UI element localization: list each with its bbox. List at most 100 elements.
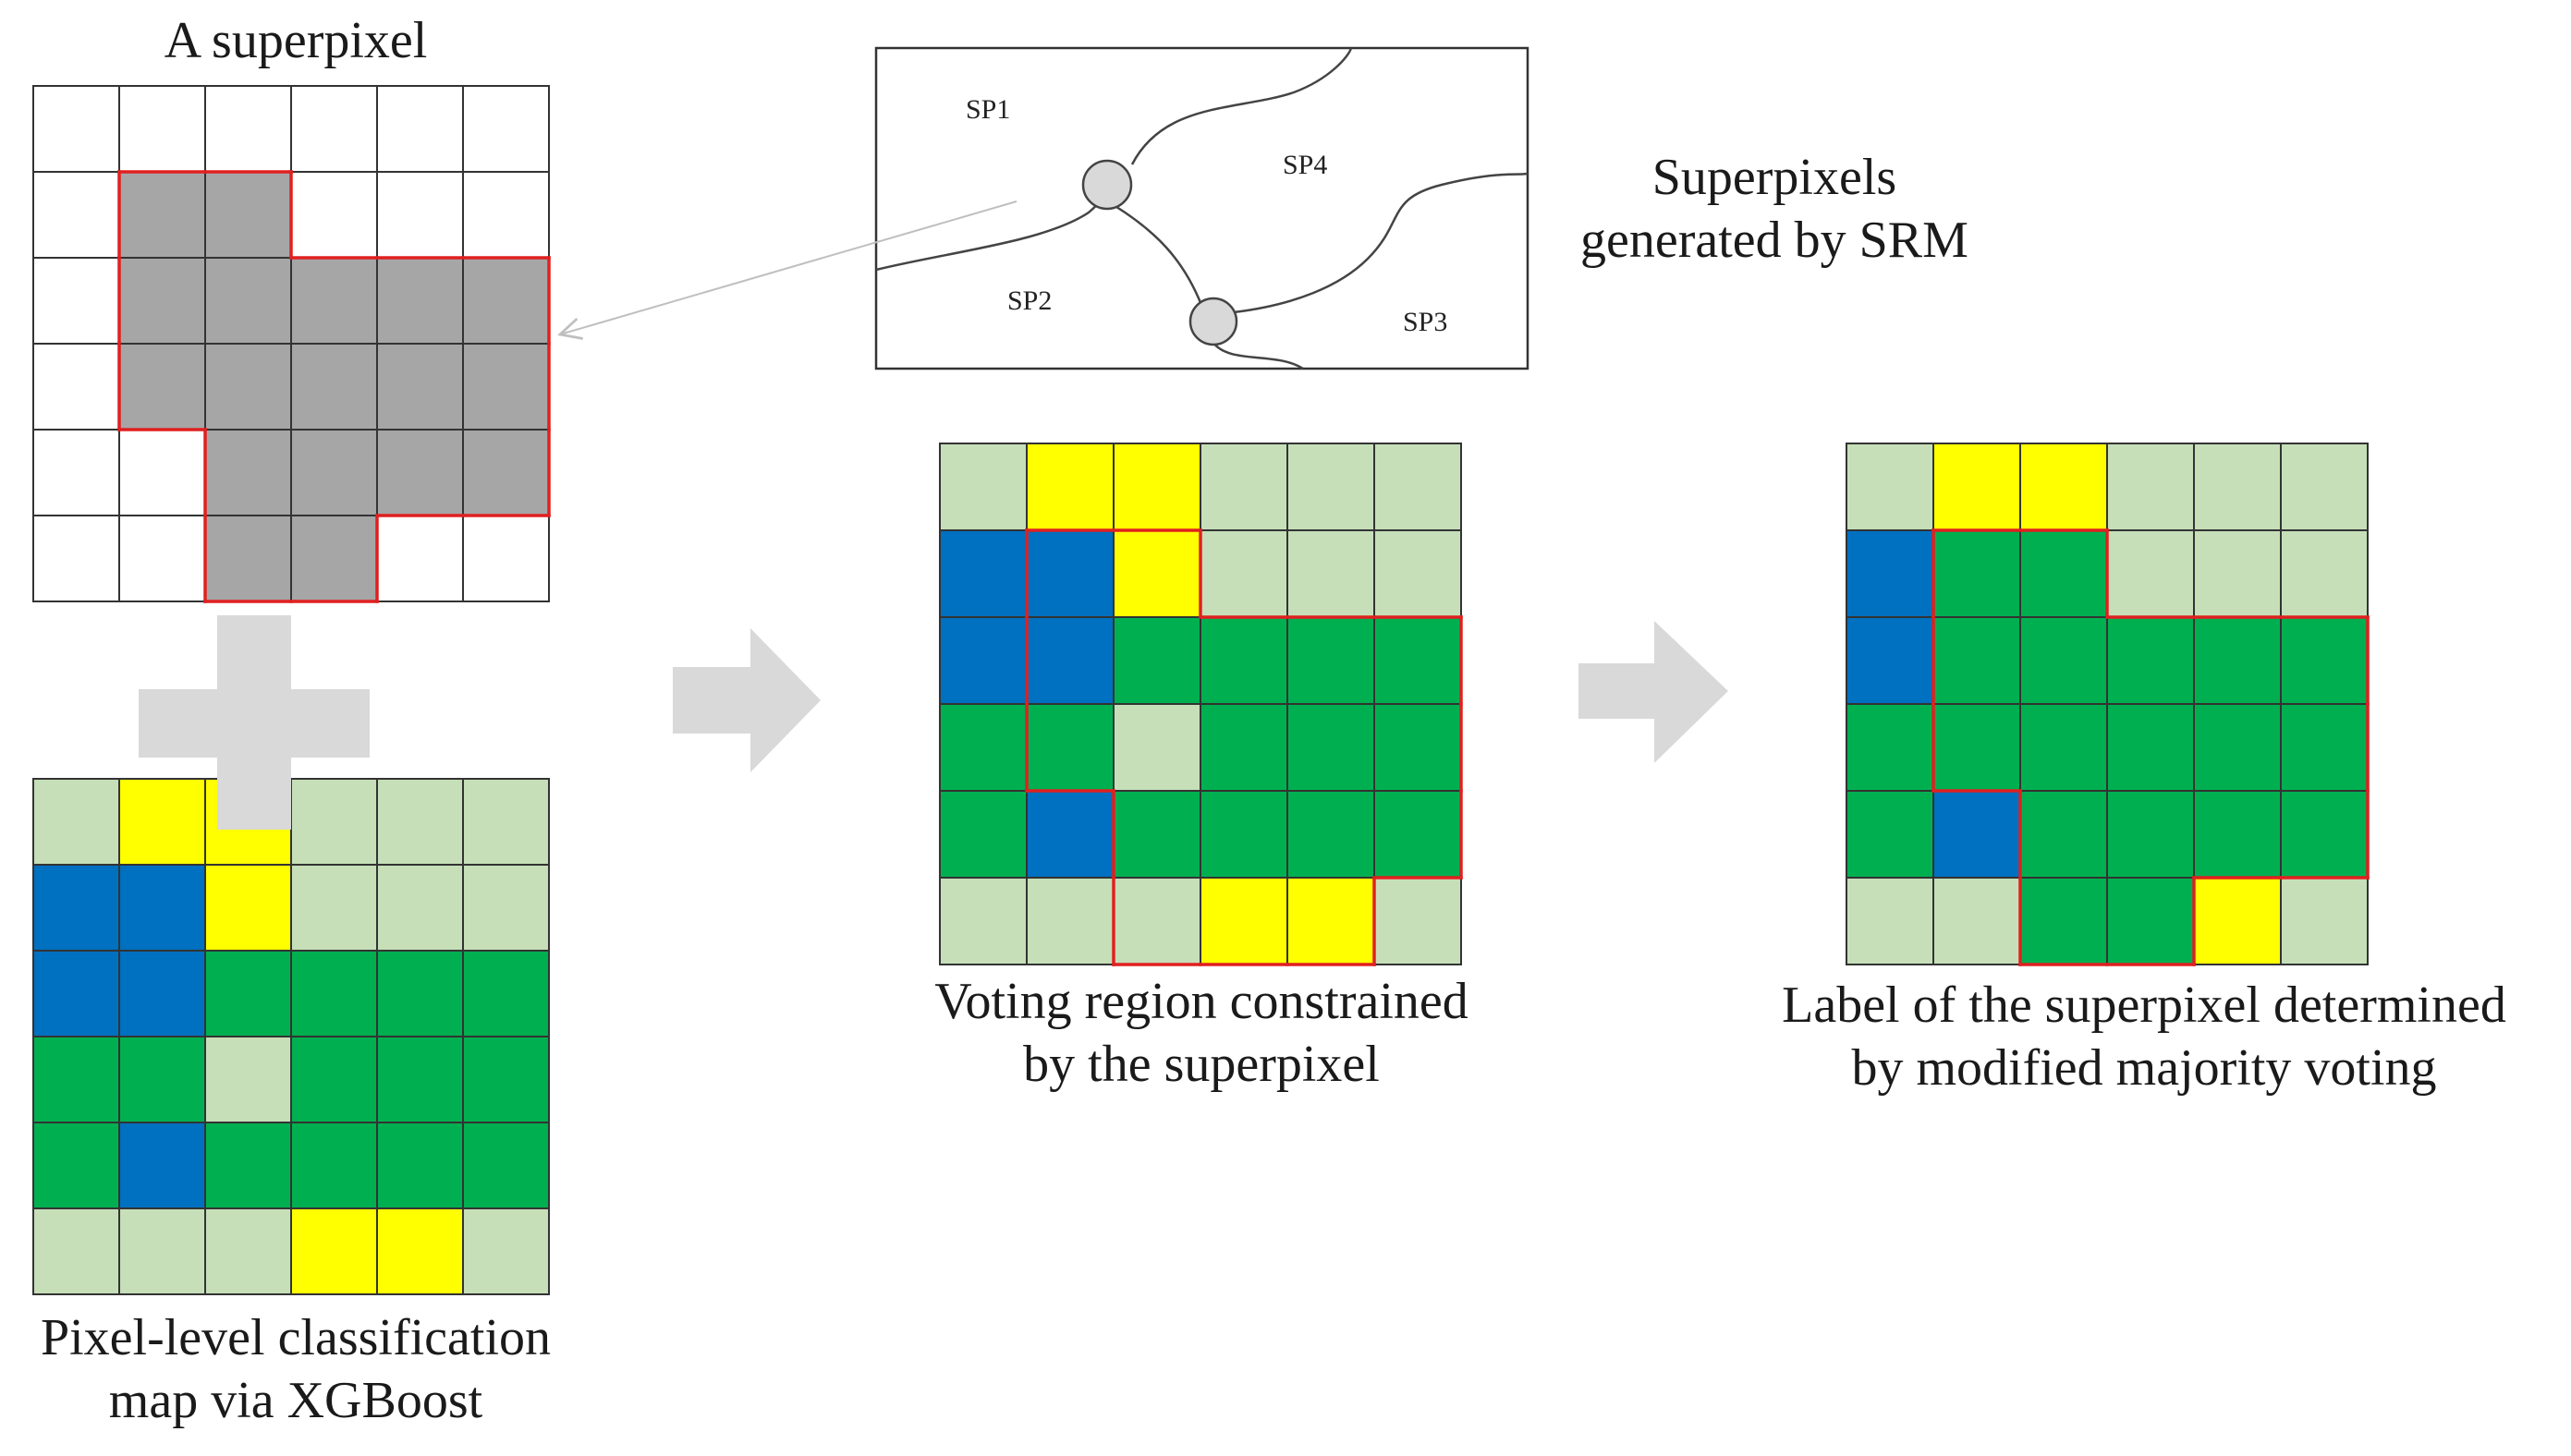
grid-cell <box>290 864 378 952</box>
grid-cell <box>290 950 378 1037</box>
grid-cell <box>1373 443 1462 531</box>
grid-cell <box>939 443 1028 531</box>
grid-cell <box>1200 790 1288 879</box>
grid-cell <box>376 778 464 866</box>
voting-region-grid <box>939 443 1463 966</box>
grid-cell <box>2019 443 2108 531</box>
grid-cell <box>204 1036 292 1123</box>
grid-cell <box>118 778 206 866</box>
grid-cell <box>1113 529 1201 618</box>
grid-cell <box>1932 616 2021 705</box>
grid-cell <box>1846 529 1934 618</box>
grid-cell <box>32 1036 120 1123</box>
boundary-line <box>1233 172 1529 314</box>
grid-cell <box>1286 529 1375 618</box>
grid-cell <box>939 529 1028 618</box>
grid-cell <box>32 1207 120 1295</box>
grid-cell <box>939 877 1028 965</box>
region-label-sp1: SP1 <box>966 94 1010 125</box>
grid-cell <box>2019 877 2108 965</box>
grid-cell <box>1846 443 1934 531</box>
grid-cell <box>1200 443 1288 531</box>
grid-cell <box>2019 529 2108 618</box>
grid-cell <box>2019 790 2108 879</box>
grid-cell <box>1286 443 1375 531</box>
grid-cell <box>1373 877 1462 965</box>
grid-cell <box>290 778 378 866</box>
classification-caption: Pixel-level classification map via XGBoo… <box>40 1309 552 1429</box>
grid-cell <box>376 429 464 516</box>
grid-cell <box>118 343 206 431</box>
grid-cell <box>1200 703 1288 792</box>
junction-node <box>1081 159 1133 211</box>
grid-cell <box>1026 529 1115 618</box>
grid-cell <box>2106 529 2195 618</box>
grid-cell <box>32 864 120 952</box>
grid-cell <box>1286 703 1375 792</box>
pointer-arrow <box>560 200 1017 334</box>
grid-cell <box>376 1036 464 1123</box>
grid-cell <box>1113 616 1201 705</box>
grid-cell <box>1200 616 1288 705</box>
grid-cell <box>1932 790 2021 879</box>
grid-cell <box>939 703 1028 792</box>
grid-cell <box>1200 529 1288 618</box>
srm-caption: Superpixels generated by SRM <box>1580 149 1968 269</box>
grid-cell <box>376 171 464 259</box>
grid-cell <box>939 616 1028 705</box>
grid-cell <box>2106 703 2195 792</box>
grid-cell <box>462 950 550 1037</box>
grid-cell <box>1026 877 1115 965</box>
boundary-line <box>1113 203 1203 306</box>
grid-cell <box>462 778 550 866</box>
grid-cell <box>1373 529 1462 618</box>
grid-cell <box>118 85 206 173</box>
grid-cell <box>2106 790 2195 879</box>
grid-cell <box>118 864 206 952</box>
grid-cell <box>1846 790 1934 879</box>
right-arrow-icon <box>673 628 821 772</box>
grid-cell <box>118 171 206 259</box>
grid-cell <box>376 257 464 345</box>
grid-cell <box>204 950 292 1037</box>
grid-cell <box>2193 703 2282 792</box>
grid-cell <box>118 950 206 1037</box>
region-label-sp4: SP4 <box>1283 150 1327 180</box>
grid-cell <box>1026 790 1115 879</box>
grid-cell <box>1932 703 2021 792</box>
grid-cell <box>32 778 120 866</box>
grid-cell <box>1373 616 1462 705</box>
grid-cell <box>204 257 292 345</box>
grid-cell <box>2019 616 2108 705</box>
region-label-sp2: SP2 <box>1007 285 1052 316</box>
grid-cell <box>2280 790 2369 879</box>
grid-cell <box>2193 443 2282 531</box>
grid-cell <box>1932 877 2021 965</box>
grid-cell <box>2193 616 2282 705</box>
grid-cell <box>2193 790 2282 879</box>
grid-cell <box>2106 443 2195 531</box>
grid-cell <box>1286 616 1375 705</box>
grid-cell <box>462 171 550 259</box>
grid-cell <box>32 257 120 345</box>
grid-cell <box>2019 703 2108 792</box>
grid-cell <box>376 515 464 602</box>
grid-cell <box>1846 616 1934 705</box>
right-arrow-icon <box>1578 621 1728 763</box>
grid-cell <box>204 1207 292 1295</box>
grid-cell <box>32 171 120 259</box>
grid-cell <box>290 257 378 345</box>
grid-cell <box>2106 616 2195 705</box>
junction-node <box>1188 297 1238 346</box>
grid-cell <box>2106 877 2195 965</box>
grid-cell <box>2280 529 2369 618</box>
grid-cell <box>376 864 464 952</box>
grid-cell <box>1200 877 1288 965</box>
superpixel-grid <box>32 85 551 603</box>
boundary-line <box>1211 341 1304 370</box>
grid-cell <box>1373 703 1462 792</box>
grid-cell <box>290 171 378 259</box>
classification-grid <box>32 778 550 1295</box>
grid-cell <box>204 1122 292 1209</box>
